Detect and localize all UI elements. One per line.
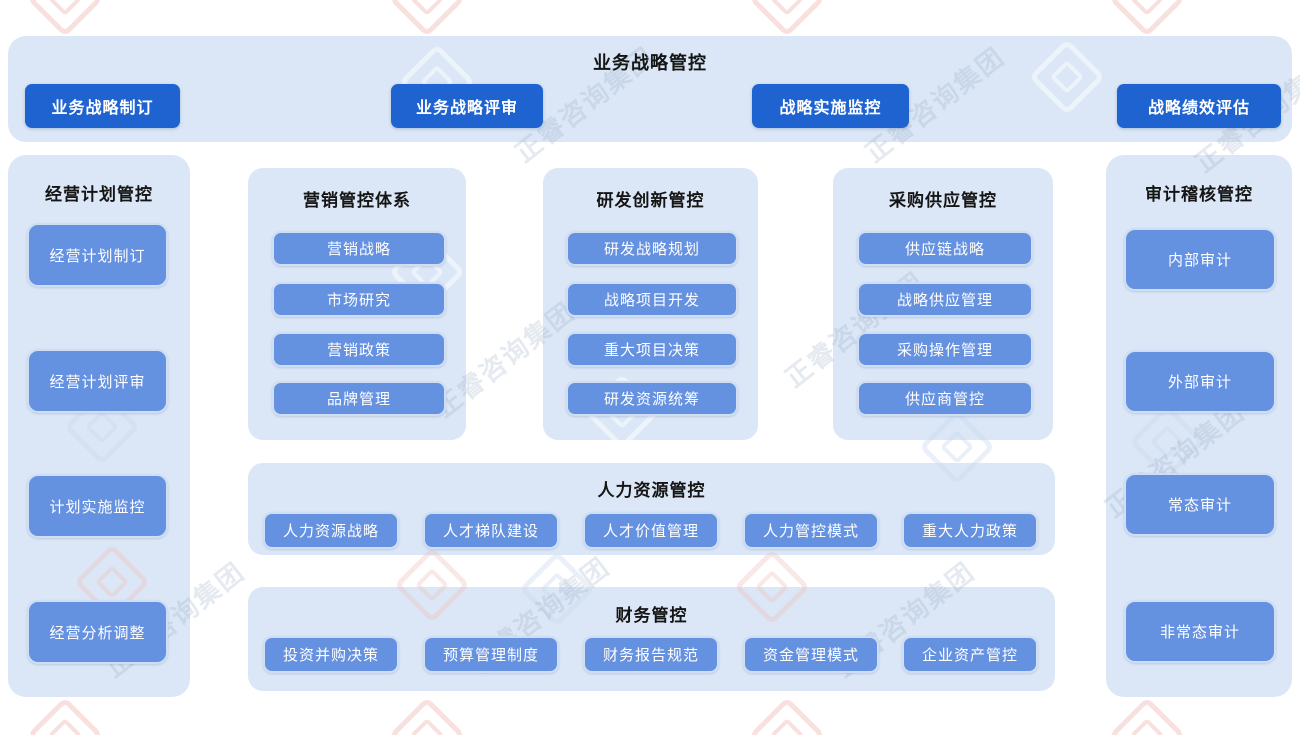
watermark-logo-icon: [388, 0, 466, 38]
block-procurement-operation-management: 采购操作管理: [857, 332, 1033, 367]
panel-finance-title: 财务管控: [615, 606, 688, 625]
panel-audit-title: 审计稽核管控: [1145, 185, 1253, 204]
block-operating-analysis-adjust: 经营分析调整: [27, 600, 168, 664]
block-supplier-control: 供应商管控: [857, 381, 1033, 416]
block-marketing-strategy: 营销战略: [272, 231, 446, 266]
block-major-project-decision: 重大项目决策: [566, 332, 738, 367]
block-strategy-review: 业务战略评审: [391, 84, 543, 128]
block-plan-formulation: 经营计划制订: [27, 223, 168, 287]
block-talent-value-management: 人才价值管理: [583, 512, 719, 549]
panel-business-strategy-title: 业务战略管控: [593, 53, 707, 73]
panel-rd-innovation: 研发创新管控 研发战略规划 战略项目开发 重大项目决策 研发资源统筹: [543, 168, 758, 440]
block-internal-audit: 内部审计: [1124, 228, 1276, 291]
watermark-logo-icon: [1108, 0, 1186, 38]
block-irregular-audit: 非常态审计: [1124, 600, 1276, 663]
block-strategic-project-development: 战略项目开发: [566, 282, 738, 317]
block-brand-management: 品牌管理: [272, 381, 446, 416]
block-strategy-performance-eval: 战略绩效评估: [1117, 84, 1281, 128]
panel-procurement-supply: 采购供应管控 供应链战略 战略供应管理 采购操作管理 供应商管控: [833, 168, 1053, 440]
block-budget-management-system: 预算管理制度: [423, 636, 559, 673]
block-enterprise-asset-control: 企业资产管控: [902, 636, 1038, 673]
watermark-logo-icon: [388, 696, 466, 735]
panel-operating-plan-title: 经营计划管控: [45, 185, 153, 204]
panel-human-resources: 人力资源管控 人力资源战略 人才梯队建设 人才价值管理 人力管控模式 重大人力政…: [248, 463, 1055, 555]
panel-business-strategy: 业务战略管控 业务战略制订 业务战略评审 战略实施监控 战略绩效评估: [8, 36, 1292, 142]
block-major-hr-policy: 重大人力政策: [902, 512, 1038, 549]
panel-human-resources-title: 人力资源管控: [597, 481, 706, 500]
watermark-logo-icon: [26, 0, 104, 38]
panel-finance: 财务管控 投资并购决策 预算管理制度 财务报告规范 资金管理模式 企业资产管控: [248, 587, 1055, 691]
block-capital-management-model: 资金管理模式: [743, 636, 879, 673]
panel-procurement-supply-title: 采购供应管控: [889, 191, 997, 210]
block-strategy-formulation: 业务战略制订: [25, 84, 180, 128]
panel-audit: 审计稽核管控 内部审计 外部审计 常态审计 非常态审计: [1106, 155, 1292, 697]
block-hr-strategy: 人力资源战略: [263, 512, 399, 549]
block-external-audit: 外部审计: [1124, 350, 1276, 413]
panel-operating-plan: 经营计划管控 经营计划制订 经营计划评审 计划实施监控 经营分析调整: [8, 155, 190, 697]
watermark-logo-icon: [1108, 696, 1186, 735]
block-rd-resource-coordination: 研发资源统筹: [566, 381, 738, 416]
watermark-logo-icon: [748, 696, 826, 735]
block-plan-review: 经营计划评审: [27, 349, 168, 413]
block-financial-report-standard: 财务报告规范: [583, 636, 719, 673]
panel-marketing-title: 营销管控体系: [303, 191, 411, 210]
block-marketing-policy: 营销政策: [272, 332, 446, 367]
block-rd-strategy-planning: 研发战略规划: [566, 231, 738, 266]
block-plan-implementation-monitor: 计划实施监控: [27, 474, 168, 538]
block-talent-echelon: 人才梯队建设: [423, 512, 559, 549]
block-investment-ma-decision: 投资并购决策: [263, 636, 399, 673]
watermark-logo-icon: [748, 0, 826, 38]
block-strategy-implementation-monitor: 战略实施监控: [752, 84, 909, 128]
block-supply-chain-strategy: 供应链战略: [857, 231, 1033, 266]
panel-rd-innovation-title: 研发创新管控: [596, 191, 705, 210]
block-market-research: 市场研究: [272, 282, 446, 317]
block-hr-control-model: 人力管控模式: [743, 512, 879, 549]
watermark-logo-icon: [26, 696, 104, 735]
block-strategic-supply-management: 战略供应管理: [857, 282, 1033, 317]
block-regular-audit: 常态审计: [1124, 473, 1276, 536]
panel-marketing: 营销管控体系 营销战略 市场研究 营销政策 品牌管理: [248, 168, 466, 440]
